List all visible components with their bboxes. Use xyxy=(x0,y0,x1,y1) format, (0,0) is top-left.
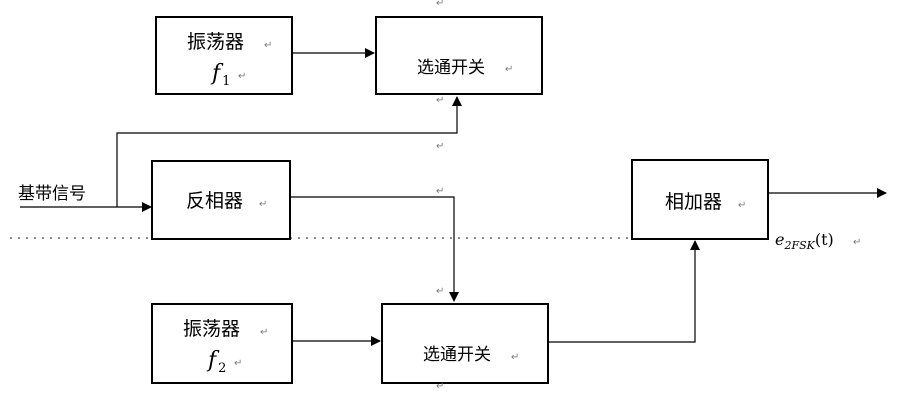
gate2-label: 选通开关 xyxy=(423,345,491,365)
para-mark: ↵ xyxy=(738,200,746,211)
para-mark: ↵ xyxy=(238,71,246,82)
para-mark: ↵ xyxy=(436,286,444,297)
para-mark: ↵ xyxy=(436,95,444,106)
para-mark: ↵ xyxy=(264,40,272,51)
para-mark: ↵ xyxy=(436,0,444,9)
wire-gate2-to-adder xyxy=(548,240,700,343)
adder-label: 相加器 xyxy=(665,191,722,213)
adder-block: 相加器 ↵ xyxy=(631,159,769,240)
gate2-block: 选通开关 ↵ xyxy=(381,303,549,384)
para-mark: ↵ xyxy=(259,199,267,210)
wire-inverter-to-gate2 xyxy=(291,196,459,302)
para-mark: ↵ xyxy=(436,381,444,392)
oscillator-f2-title: 振荡器 xyxy=(183,318,240,340)
wire-baseband-to-gate1 xyxy=(116,96,462,207)
para-mark: ↵ xyxy=(853,237,861,248)
para-mark: ↵ xyxy=(511,352,519,363)
inverter-label: 反相器 xyxy=(186,190,243,212)
para-mark: ↵ xyxy=(234,358,242,369)
para-mark: ↵ xyxy=(436,186,444,197)
gate1-block: 选通开关 ↵ xyxy=(375,16,543,95)
para-mark: ↵ xyxy=(260,327,268,338)
para-mark: ↵ xyxy=(436,141,444,152)
para-mark: ↵ xyxy=(505,64,513,75)
inverter-block: 反相器 ↵ xyxy=(151,160,291,240)
output-signal-label: e2FSK(t) xyxy=(775,230,834,252)
oscillator-f1-title: 振荡器 xyxy=(187,31,244,53)
gate1-label: 选通开关 xyxy=(417,58,485,78)
baseband-input-label: 基带信号 xyxy=(18,184,86,204)
